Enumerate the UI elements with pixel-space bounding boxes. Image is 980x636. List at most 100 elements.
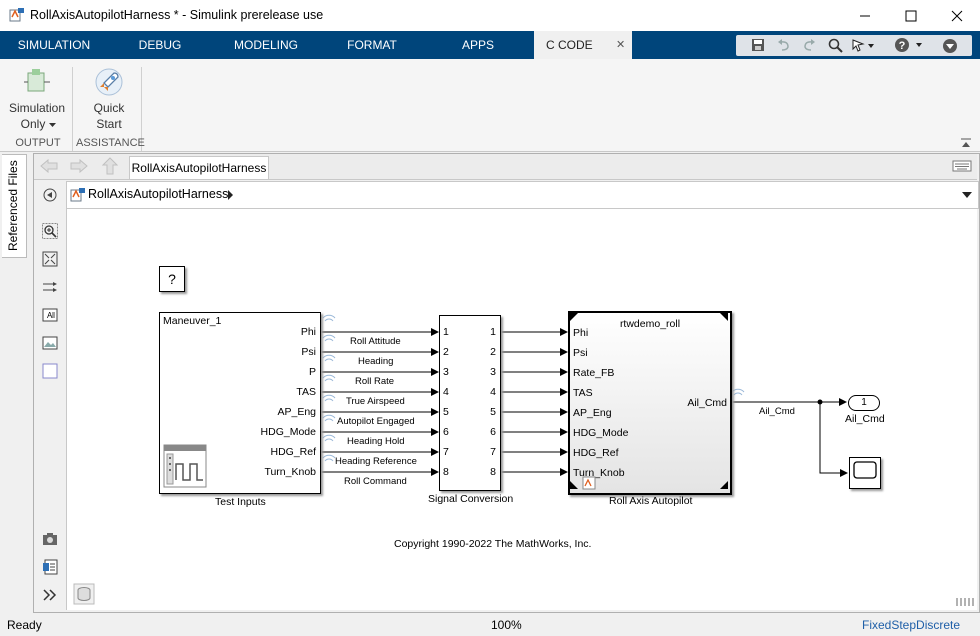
window-title: RollAxisAutopilotHarness * - Simulink pr… bbox=[30, 8, 324, 22]
inport-label: HDG_Ref bbox=[573, 447, 619, 459]
inport-number: 7 bbox=[443, 446, 449, 458]
roll-axis-autopilot-block[interactable]: rtwdemo_roll Phi Psi Rate_FB TAS AP_Eng … bbox=[568, 311, 732, 495]
fit-to-view-icon[interactable] bbox=[42, 251, 58, 267]
section-assistance-label: ASSISTANCE bbox=[76, 137, 145, 149]
signal-label[interactable]: Ail_Cmd bbox=[759, 406, 795, 417]
help-icon[interactable]: ? bbox=[894, 37, 926, 54]
inport-label: HDG_Mode bbox=[573, 427, 629, 439]
close-button[interactable] bbox=[934, 0, 980, 31]
outport-number: 3 bbox=[490, 366, 496, 378]
signal-label[interactable]: True Airspeed bbox=[346, 396, 405, 407]
zoom-level[interactable]: 100% bbox=[491, 618, 522, 632]
help-block[interactable]: ? bbox=[159, 266, 185, 292]
area-icon[interactable] bbox=[42, 363, 58, 379]
model-canvas[interactable]: ? Maneuver_1 Phi Psi P TAS AP_Eng HDG_Mo… bbox=[67, 209, 977, 610]
signal-label[interactable]: Heading Hold bbox=[347, 436, 405, 447]
ribbon-tab-strip: SIMULATION DEBUG MODELING FORMAT APPS C … bbox=[0, 31, 980, 59]
signal-editor-icon bbox=[163, 444, 207, 488]
minimize-button[interactable] bbox=[842, 0, 888, 31]
model-data-icon[interactable] bbox=[73, 583, 95, 605]
outport-number: 2 bbox=[490, 346, 496, 358]
model-reference-icon bbox=[582, 476, 596, 490]
pointer-menu-icon[interactable] bbox=[851, 38, 877, 53]
ribbon-divider bbox=[141, 67, 142, 151]
chevron-down-icon[interactable] bbox=[961, 190, 973, 200]
inport-label: Rate_FB bbox=[573, 367, 615, 379]
collapse-ribbon-icon[interactable] bbox=[942, 38, 958, 54]
inport-number: 1 bbox=[443, 326, 449, 338]
referenced-files-tab[interactable]: Referenced Files bbox=[2, 154, 27, 258]
collapse-icon[interactable] bbox=[960, 137, 972, 149]
zoom-icon[interactable] bbox=[42, 223, 58, 239]
image-icon[interactable] bbox=[42, 335, 58, 351]
outport-label: TAS bbox=[296, 386, 316, 398]
signal-label[interactable]: Autopilot Engaged bbox=[337, 416, 415, 427]
tab-apps[interactable]: APPS bbox=[461, 38, 494, 52]
keyboard-icon[interactable] bbox=[952, 160, 972, 172]
property-inspector-icon[interactable] bbox=[42, 559, 58, 575]
tab-modeling[interactable]: MODELING bbox=[233, 38, 298, 52]
status-text: Ready bbox=[7, 618, 42, 632]
inport-number: 6 bbox=[443, 426, 449, 438]
model-tab[interactable]: RollAxisAutopilotHarness bbox=[129, 156, 269, 179]
quick-start-label-2: Start bbox=[96, 117, 122, 131]
outport-label: Turn_Knob bbox=[264, 466, 316, 478]
signal-label[interactable]: Heading bbox=[358, 356, 394, 367]
up-arrow-icon[interactable] bbox=[102, 157, 118, 175]
outport-number: 5 bbox=[490, 406, 496, 418]
signal-conversion-name: Signal Conversion bbox=[428, 493, 514, 505]
signal-conversion-block[interactable]: 1 2 3 4 5 6 7 8 1 2 3 4 5 6 7 8 bbox=[439, 315, 501, 491]
referenced-files-label: Referenced Files bbox=[6, 160, 20, 251]
test-inputs-name: Test Inputs bbox=[215, 496, 266, 508]
quick-start-button[interactable]: Quick Start bbox=[80, 65, 138, 135]
expand-chevrons-icon[interactable] bbox=[42, 587, 58, 603]
rocket-icon bbox=[95, 68, 123, 96]
section-output-label: OUTPUT bbox=[15, 137, 61, 149]
outport-label: P bbox=[308, 366, 316, 378]
maximize-button[interactable] bbox=[888, 0, 934, 31]
close-icon bbox=[951, 10, 963, 21]
tab-close-icon[interactable]: ✕ bbox=[616, 39, 626, 51]
outport-name: Ail_Cmd bbox=[845, 413, 885, 425]
simulation-only-button[interactable]: Simulation Only bbox=[4, 65, 70, 135]
redo-icon[interactable] bbox=[802, 38, 816, 52]
back-arrow-icon[interactable] bbox=[40, 159, 58, 173]
signal-label[interactable]: Roll Rate bbox=[355, 376, 395, 387]
test-inputs-block[interactable]: Maneuver_1 Phi Psi P TAS AP_Eng HDG_Mode… bbox=[159, 312, 321, 494]
svg-text:?: ? bbox=[899, 40, 906, 52]
save-icon[interactable] bbox=[751, 38, 765, 52]
forward-arrow-icon[interactable] bbox=[70, 159, 88, 173]
breadcrumb[interactable]: RollAxisAutopilotHarness bbox=[88, 187, 229, 201]
route-lines-icon[interactable] bbox=[42, 279, 58, 295]
scope-block[interactable] bbox=[849, 457, 881, 489]
minimize-icon bbox=[860, 15, 870, 16]
solver-link[interactable]: FixedStepDiscrete bbox=[862, 618, 961, 632]
chevron-down-icon bbox=[49, 123, 56, 127]
inport-label: AP_Eng bbox=[573, 407, 612, 419]
inport-label: Turn_Knob bbox=[573, 467, 625, 479]
quick-start-label-1: Quick bbox=[93, 101, 125, 115]
signal-label[interactable]: Heading Reference bbox=[335, 456, 417, 467]
simulation-only-label-1: Simulation bbox=[8, 101, 66, 115]
search-icon[interactable] bbox=[828, 38, 843, 53]
quick-access-toolbar: ? bbox=[736, 35, 972, 56]
ribbon-panel: Simulation Only Quick Start OUTPUT ASSIS… bbox=[0, 59, 980, 152]
outport-block[interactable]: 1 bbox=[848, 395, 880, 411]
tab-format[interactable]: FORMAT bbox=[347, 38, 397, 52]
inport-number: 8 bbox=[443, 466, 449, 478]
hide-explorer-icon[interactable] bbox=[42, 187, 58, 203]
scope-icon bbox=[853, 461, 877, 479]
address-bar[interactable]: RollAxisAutopilotHarness bbox=[66, 181, 979, 209]
resize-grip-icon[interactable] bbox=[955, 596, 975, 608]
breadcrumb-arrow-icon[interactable] bbox=[227, 189, 235, 201]
tab-c-code[interactable]: C CODE ✕ bbox=[534, 31, 632, 59]
outport-label: Psi bbox=[301, 346, 316, 358]
annotation-icon[interactable]: A bbox=[42, 307, 58, 323]
camera-icon[interactable] bbox=[42, 531, 58, 547]
signal-label[interactable]: Roll Command bbox=[344, 476, 407, 487]
tab-simulation[interactable]: SIMULATION bbox=[17, 38, 91, 52]
signal-label[interactable]: Roll Attitude bbox=[350, 336, 401, 347]
maximize-icon bbox=[905, 10, 917, 21]
tab-debug[interactable]: DEBUG bbox=[138, 38, 182, 52]
undo-icon[interactable] bbox=[777, 38, 791, 52]
